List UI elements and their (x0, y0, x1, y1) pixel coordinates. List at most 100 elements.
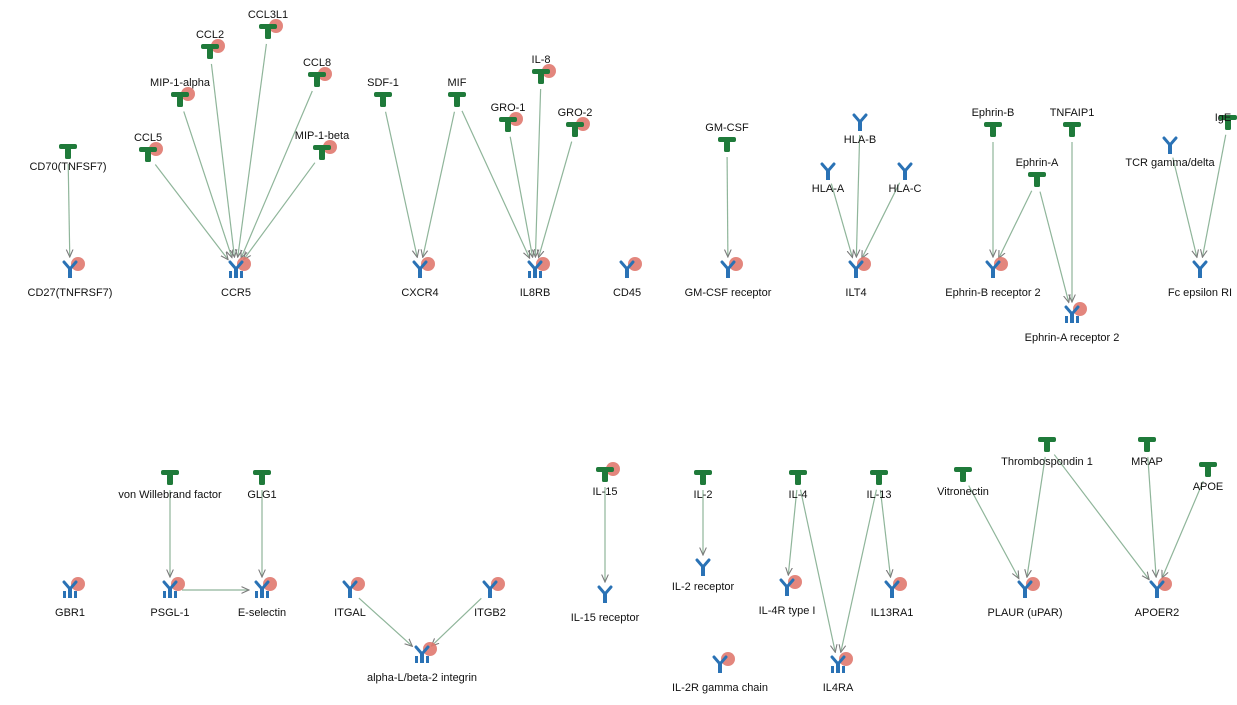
node-alb2[interactable]: alpha-L/beta-2 integrin (367, 642, 477, 684)
node-mrap[interactable]: MRAP (1131, 437, 1163, 468)
node-apoe[interactable]: APOE (1193, 462, 1224, 493)
edge-cd70-cd27 (68, 163, 70, 257)
node-il15r[interactable]: IL-15 receptor (571, 585, 640, 624)
node-hlaa[interactable]: HLA-A (812, 162, 845, 195)
node-mip1b[interactable]: MIP-1-beta (295, 130, 350, 160)
node-cd70[interactable]: CD70(TNFSF7) (29, 144, 107, 173)
node-esel[interactable]: E-selectin (238, 577, 286, 619)
ligand-icon (253, 470, 271, 485)
node-hlab[interactable]: HLA-B (844, 113, 876, 146)
marker-dot-icon (1158, 577, 1172, 591)
marker-dot-icon (1073, 302, 1087, 316)
node-label: SDF-1 (367, 77, 399, 89)
node-label: IL-8 (532, 54, 551, 66)
node-ephb[interactable]: Ephrin-B (972, 107, 1015, 137)
edge-ccl2-ccr5 (210, 63, 234, 257)
node-label: Ephrin-A receptor 2 (1025, 332, 1120, 344)
node-il8rb[interactable]: IL8RB (520, 257, 551, 299)
marker-dot-icon (788, 575, 802, 589)
receptor-complex-icon (228, 257, 251, 278)
node-label: GRO-2 (558, 107, 593, 119)
node-label: von Willebrand factor (118, 489, 222, 501)
node-ccl5[interactable]: CCL5 (134, 132, 163, 162)
node-label: ITGAL (334, 607, 366, 619)
node-label: TNFAIP1 (1050, 107, 1095, 119)
node-vtn[interactable]: Vitronectin (937, 467, 989, 498)
node-il4r1[interactable]: IL-4R type I (759, 575, 816, 617)
node-hlac[interactable]: HLA-C (888, 162, 922, 195)
edge-il13-il4ra (841, 489, 878, 653)
node-gro2[interactable]: GRO-2 (558, 107, 593, 137)
node-gmcsfr[interactable]: GM-CSF receptor (685, 257, 772, 299)
node-glg1[interactable]: GLG1 (247, 470, 277, 501)
node-label: APOER2 (1135, 607, 1180, 619)
node-cd27[interactable]: CD27(TNFRSF7) (28, 257, 113, 299)
marker-dot-icon (263, 577, 277, 591)
node-gro1[interactable]: GRO-1 (491, 102, 526, 132)
node-ccr5[interactable]: CCR5 (221, 257, 251, 299)
node-label: E-selectin (238, 607, 286, 619)
edge-vtn-plaur (968, 485, 1019, 579)
node-il2r[interactable]: IL-2 receptor (672, 558, 735, 593)
ligand-icon (566, 117, 590, 137)
ligand-icon (596, 462, 620, 482)
node-apoer2[interactable]: APOER2 (1135, 577, 1180, 619)
node-label: CCL3L1 (248, 9, 288, 21)
marker-dot-icon (893, 577, 907, 591)
ligand-icon (694, 470, 712, 485)
node-label: APOE (1193, 481, 1224, 493)
node-il2rg[interactable]: IL-2R gamma chain (672, 652, 768, 694)
ligand-icon (984, 122, 1002, 137)
receptor-complex-icon (1064, 302, 1087, 323)
node-il2[interactable]: IL-2 (694, 470, 713, 501)
node-gmcsf[interactable]: GM-CSF (705, 122, 749, 152)
node-ige[interactable]: IgE (1215, 112, 1237, 130)
node-label: Thrombospondin 1 (1001, 456, 1093, 468)
node-psgl1[interactable]: PSGL-1 (150, 577, 190, 619)
node-sdf1[interactable]: SDF-1 (367, 77, 399, 107)
node-gbr1[interactable]: GBR1 (55, 577, 85, 619)
node-epha[interactable]: Ephrin-A (1016, 157, 1059, 187)
node-tcrgd[interactable]: TCR gamma/delta (1125, 136, 1216, 169)
marker-dot-icon (491, 577, 505, 591)
node-il4ra[interactable]: IL4RA (823, 652, 854, 694)
ligand-icon (161, 470, 179, 485)
node-il13ra1[interactable]: IL13RA1 (871, 577, 914, 619)
edge-il8-il8rb (535, 88, 542, 257)
node-mif[interactable]: MIF (448, 77, 467, 107)
ligand-icon (59, 144, 77, 159)
node-cd45[interactable]: CD45 (613, 257, 642, 299)
node-il8[interactable]: IL-8 (532, 54, 556, 84)
node-label: CXCR4 (401, 287, 438, 299)
node-mip1a[interactable]: MIP-1-alpha (150, 77, 211, 107)
node-label: CD45 (613, 287, 641, 299)
node-label: IL-15 receptor (571, 612, 640, 624)
edge-apoe-apoer2 (1162, 480, 1204, 578)
node-ephar2[interactable]: Ephrin-A receptor 2 (1025, 302, 1120, 344)
node-ilt4[interactable]: ILT4 (845, 257, 871, 299)
receptor-complex-icon (162, 577, 185, 598)
node-cxcr4[interactable]: CXCR4 (401, 257, 439, 299)
node-fcer[interactable]: Fc epsilon RI (1168, 260, 1232, 299)
node-thbs1[interactable]: Thrombospondin 1 (1001, 437, 1093, 468)
node-tnfaip1[interactable]: TNFAIP1 (1050, 107, 1095, 137)
receptor-icon (482, 577, 505, 598)
node-itgal[interactable]: ITGAL (334, 577, 366, 619)
ligand-icon (313, 140, 337, 160)
node-il13[interactable]: IL-13 (866, 470, 892, 501)
node-vwf[interactable]: von Willebrand factor (118, 470, 222, 501)
node-plaur[interactable]: PLAUR (uPAR) (988, 577, 1063, 619)
edge-sdf1-cxcr4 (384, 111, 418, 258)
node-il4[interactable]: IL-4 (789, 470, 808, 501)
node-ephbr2[interactable]: Ephrin-B receptor 2 (945, 257, 1041, 299)
node-ccl3l1[interactable]: CCL3L1 (248, 9, 288, 39)
node-ccl8[interactable]: CCL8 (303, 57, 332, 87)
node-ccl2[interactable]: CCL2 (196, 29, 225, 59)
node-itgb2[interactable]: ITGB2 (474, 577, 506, 619)
node-label: ITGB2 (474, 607, 506, 619)
node-il15[interactable]: IL-15 (592, 462, 620, 498)
edge-ige-fcer (1202, 134, 1227, 257)
ligand-icon (1028, 172, 1046, 187)
receptor-icon (1162, 136, 1178, 154)
